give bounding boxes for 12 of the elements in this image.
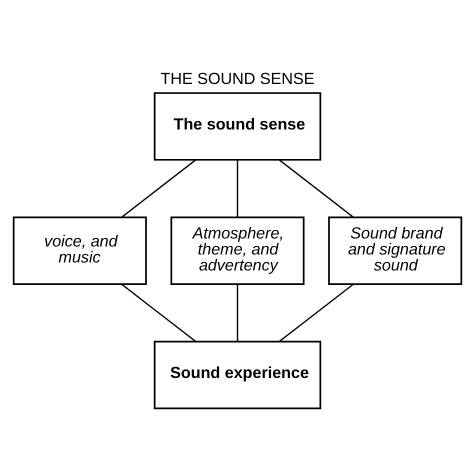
connector (278, 158, 354, 218)
node-box: Atmosphere, theme, and advertency (170, 216, 304, 284)
connector (278, 283, 354, 342)
connector (120, 158, 196, 218)
node-box: Sound brand and signature sound (328, 216, 462, 284)
connector (236, 159, 238, 217)
connector (236, 284, 238, 341)
diagram-title: THE SOUND SENSE (160, 70, 314, 88)
node-box: The sound sense (153, 92, 321, 160)
connector (120, 283, 196, 342)
node-box: Sound experience (153, 340, 321, 409)
node-box: voice, and music (12, 216, 146, 284)
